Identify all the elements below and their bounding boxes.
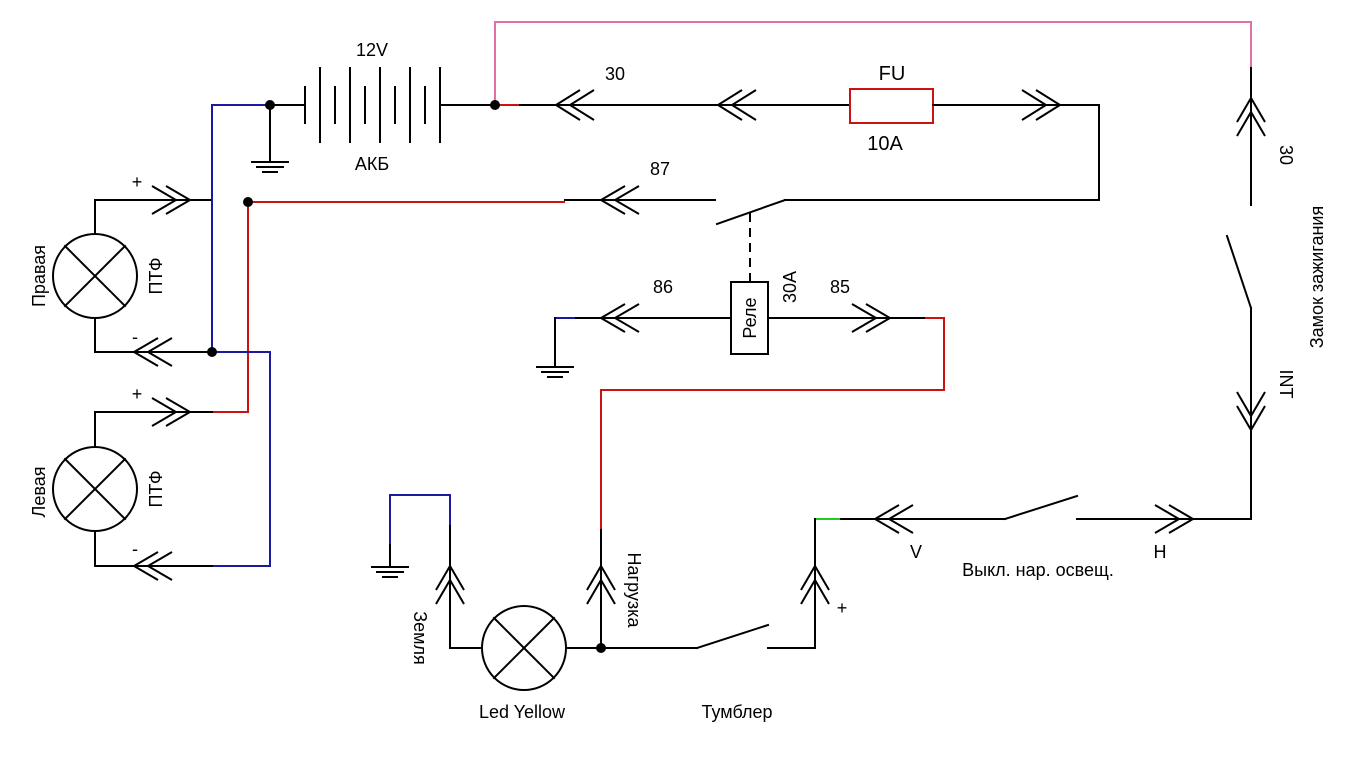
relay-coil-feed-wire — [600, 317, 945, 530]
fuse: FU 10A — [849, 63, 934, 155]
battery-voltage-label: 12V — [356, 40, 388, 60]
connector-87 — [599, 185, 626, 215]
battery-name-label: АКБ — [355, 154, 389, 174]
fuse-rating-label: 10A — [867, 133, 903, 155]
left-lamp-minus: - — [132, 539, 138, 559]
led-name-label: Led Yellow — [479, 702, 566, 722]
toggle-plus-label: + — [837, 598, 848, 618]
ground-connector — [435, 564, 465, 591]
toggle-switch: + Тумблер — [565, 564, 848, 722]
led-lamp: Led Yellow — [479, 605, 567, 722]
relay-pin85-label: 85 — [830, 277, 850, 297]
junction-dot — [243, 197, 253, 207]
ground-connector-label: Земля — [410, 611, 430, 665]
negative-wire — [211, 104, 271, 567]
left-lamp-name: Левая — [29, 467, 49, 518]
headlight-switch-label: Выкл. нар. освещ. — [962, 560, 1114, 580]
toggle-name-label: Тумблер — [702, 702, 773, 722]
ignition-int-label: INT — [1276, 370, 1296, 399]
right-lamp-plus: + — [132, 172, 143, 192]
headlight-switch: V H Выкл. нар. освещ. — [814, 494, 1195, 649]
ignition-name-label: Замок зажигания — [1307, 206, 1327, 348]
led-ground-wire — [389, 494, 451, 545]
junction-dot — [596, 643, 606, 653]
left-lamp-plus: + — [132, 384, 143, 404]
relay-pin30-label: 30 — [605, 64, 625, 84]
relay-contact — [715, 198, 787, 226]
ignition-switch: 30 INT Замок зажигания — [1225, 67, 1327, 520]
fuse-name-label: FU — [879, 63, 906, 85]
relay-rating-label: 30A — [780, 271, 800, 303]
load-connector — [586, 564, 616, 591]
relay-pin87-label: 87 — [650, 159, 670, 179]
right-lamp-type: ПТФ — [146, 257, 166, 294]
connector-fuse-right — [1021, 89, 1048, 121]
connector-86 — [599, 303, 626, 333]
junction-dot — [207, 347, 217, 357]
left-lamp-type: ПТФ — [146, 470, 166, 507]
ignition-feed-wire — [494, 21, 1252, 105]
load-connector-label: Нагрузка — [624, 553, 644, 629]
connector-30-left — [554, 89, 581, 121]
relay: Реле 30A — [730, 271, 800, 355]
junction-dot — [265, 100, 275, 110]
connector-30-mid — [716, 89, 743, 121]
led-ground — [371, 544, 409, 578]
relay-pin86-label: 86 — [653, 277, 673, 297]
battery-ground — [251, 104, 289, 173]
relay-ground — [536, 317, 574, 378]
relay-name-label: Реле — [740, 297, 760, 338]
junction-dot — [490, 100, 500, 110]
left-fog-lamp: + - Левая ПТФ — [29, 384, 213, 581]
ignition-pin30-label: 30 — [1276, 145, 1296, 165]
battery: 12V АКБ — [269, 40, 496, 174]
connector-85 — [851, 303, 878, 333]
right-lamp-minus: - — [132, 327, 138, 347]
right-lamp-name: Правая — [29, 245, 49, 307]
headlight-pin-v-label: V — [910, 542, 922, 562]
headlight-pin-h-label: H — [1154, 542, 1167, 562]
right-fog-lamp: + - Правая ПТФ — [29, 172, 211, 367]
